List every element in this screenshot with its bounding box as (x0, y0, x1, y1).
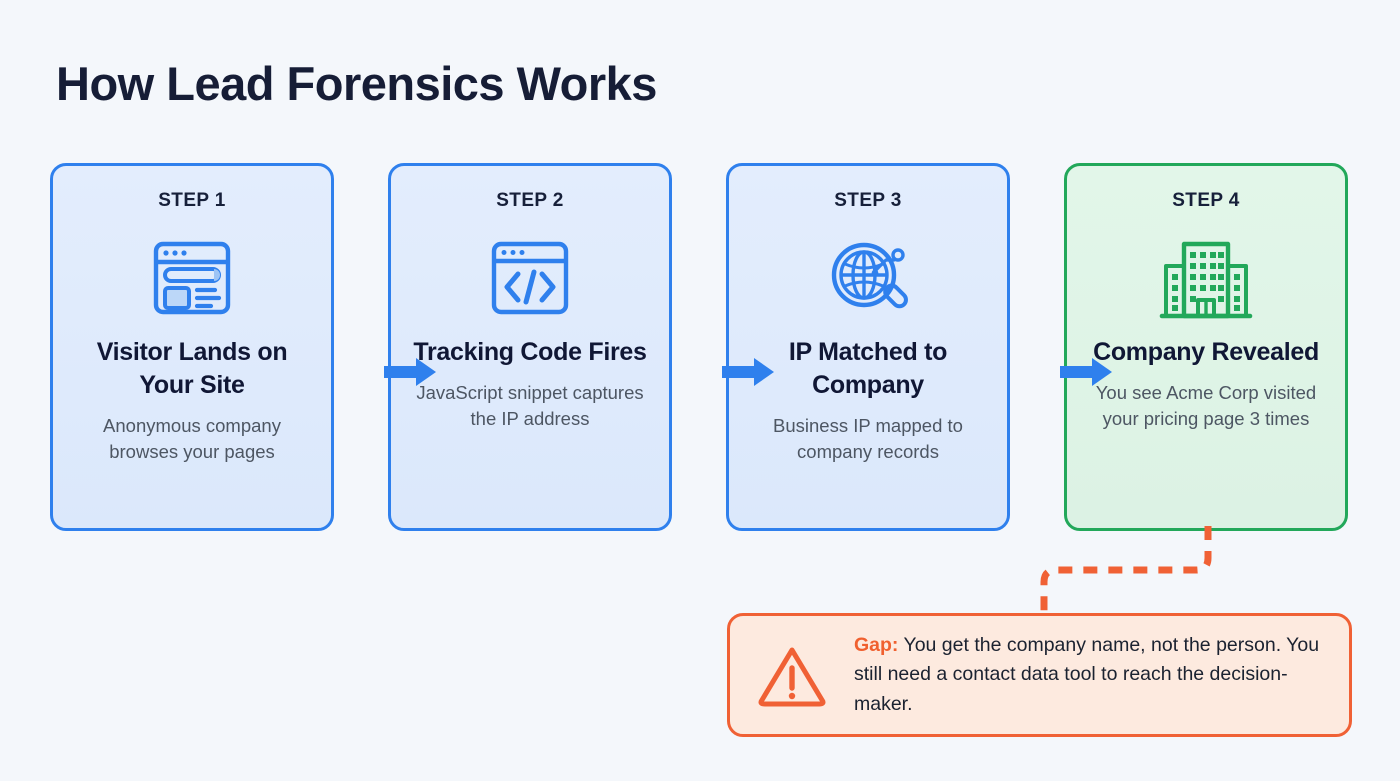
office-building-icon (1156, 226, 1256, 330)
warning-triangle-icon (756, 642, 828, 708)
step-card-1[interactable]: STEP 1 Visitor Lands on Your Site A (50, 163, 334, 531)
browser-window-icon (144, 226, 240, 330)
step-title-3: IP Matched to Company (788, 338, 948, 399)
arrow-step3-to-step4 (1060, 355, 1114, 389)
step-description-1: Anonymous company browses your pages (103, 415, 281, 463)
globe-magnifier-icon (820, 226, 916, 330)
steps-row: STEP 1 Visitor Lands on Your Site A (50, 163, 1350, 531)
step-label-2: STEP 2 (496, 190, 564, 211)
gap-callout: Gap: You get the company name, not the p… (727, 613, 1352, 737)
step-title-4: Company Revealed (1093, 338, 1319, 366)
step-title-1: Visitor Lands on Your Site (96, 338, 288, 399)
code-window-icon (482, 226, 578, 330)
step-card-3[interactable]: STEP 3 IP Matched to Company Busine (726, 163, 1010, 531)
step-card-4[interactable]: STEP 4 (1064, 163, 1348, 531)
step-description-2: JavaScript snippet captures the IP addre… (416, 382, 644, 430)
gap-label: Gap: (854, 634, 899, 657)
step-label-3: STEP 3 (834, 190, 902, 211)
step-description-4: You see Acme Corp visited your pricing p… (1095, 382, 1317, 430)
step-description-3: Business IP mapped to company records (773, 415, 963, 463)
arrow-step1-to-step2 (384, 355, 438, 389)
step-label-4: STEP 4 (1172, 190, 1240, 211)
step-title-2: Tracking Code Fires (413, 338, 647, 366)
arrow-step2-to-step3 (722, 355, 776, 389)
page-title: How Lead Forensics Works (56, 57, 657, 110)
step-card-2[interactable]: STEP 2 Tracking Code Fires JavaScript sn… (388, 163, 672, 531)
gap-body-text: You get the company name, not the person… (854, 634, 1320, 715)
dashed-connector-line (1020, 524, 1240, 624)
gap-callout-text: Gap: You get the company name, not the p… (854, 631, 1323, 719)
step-label-1: STEP 1 (158, 190, 226, 211)
